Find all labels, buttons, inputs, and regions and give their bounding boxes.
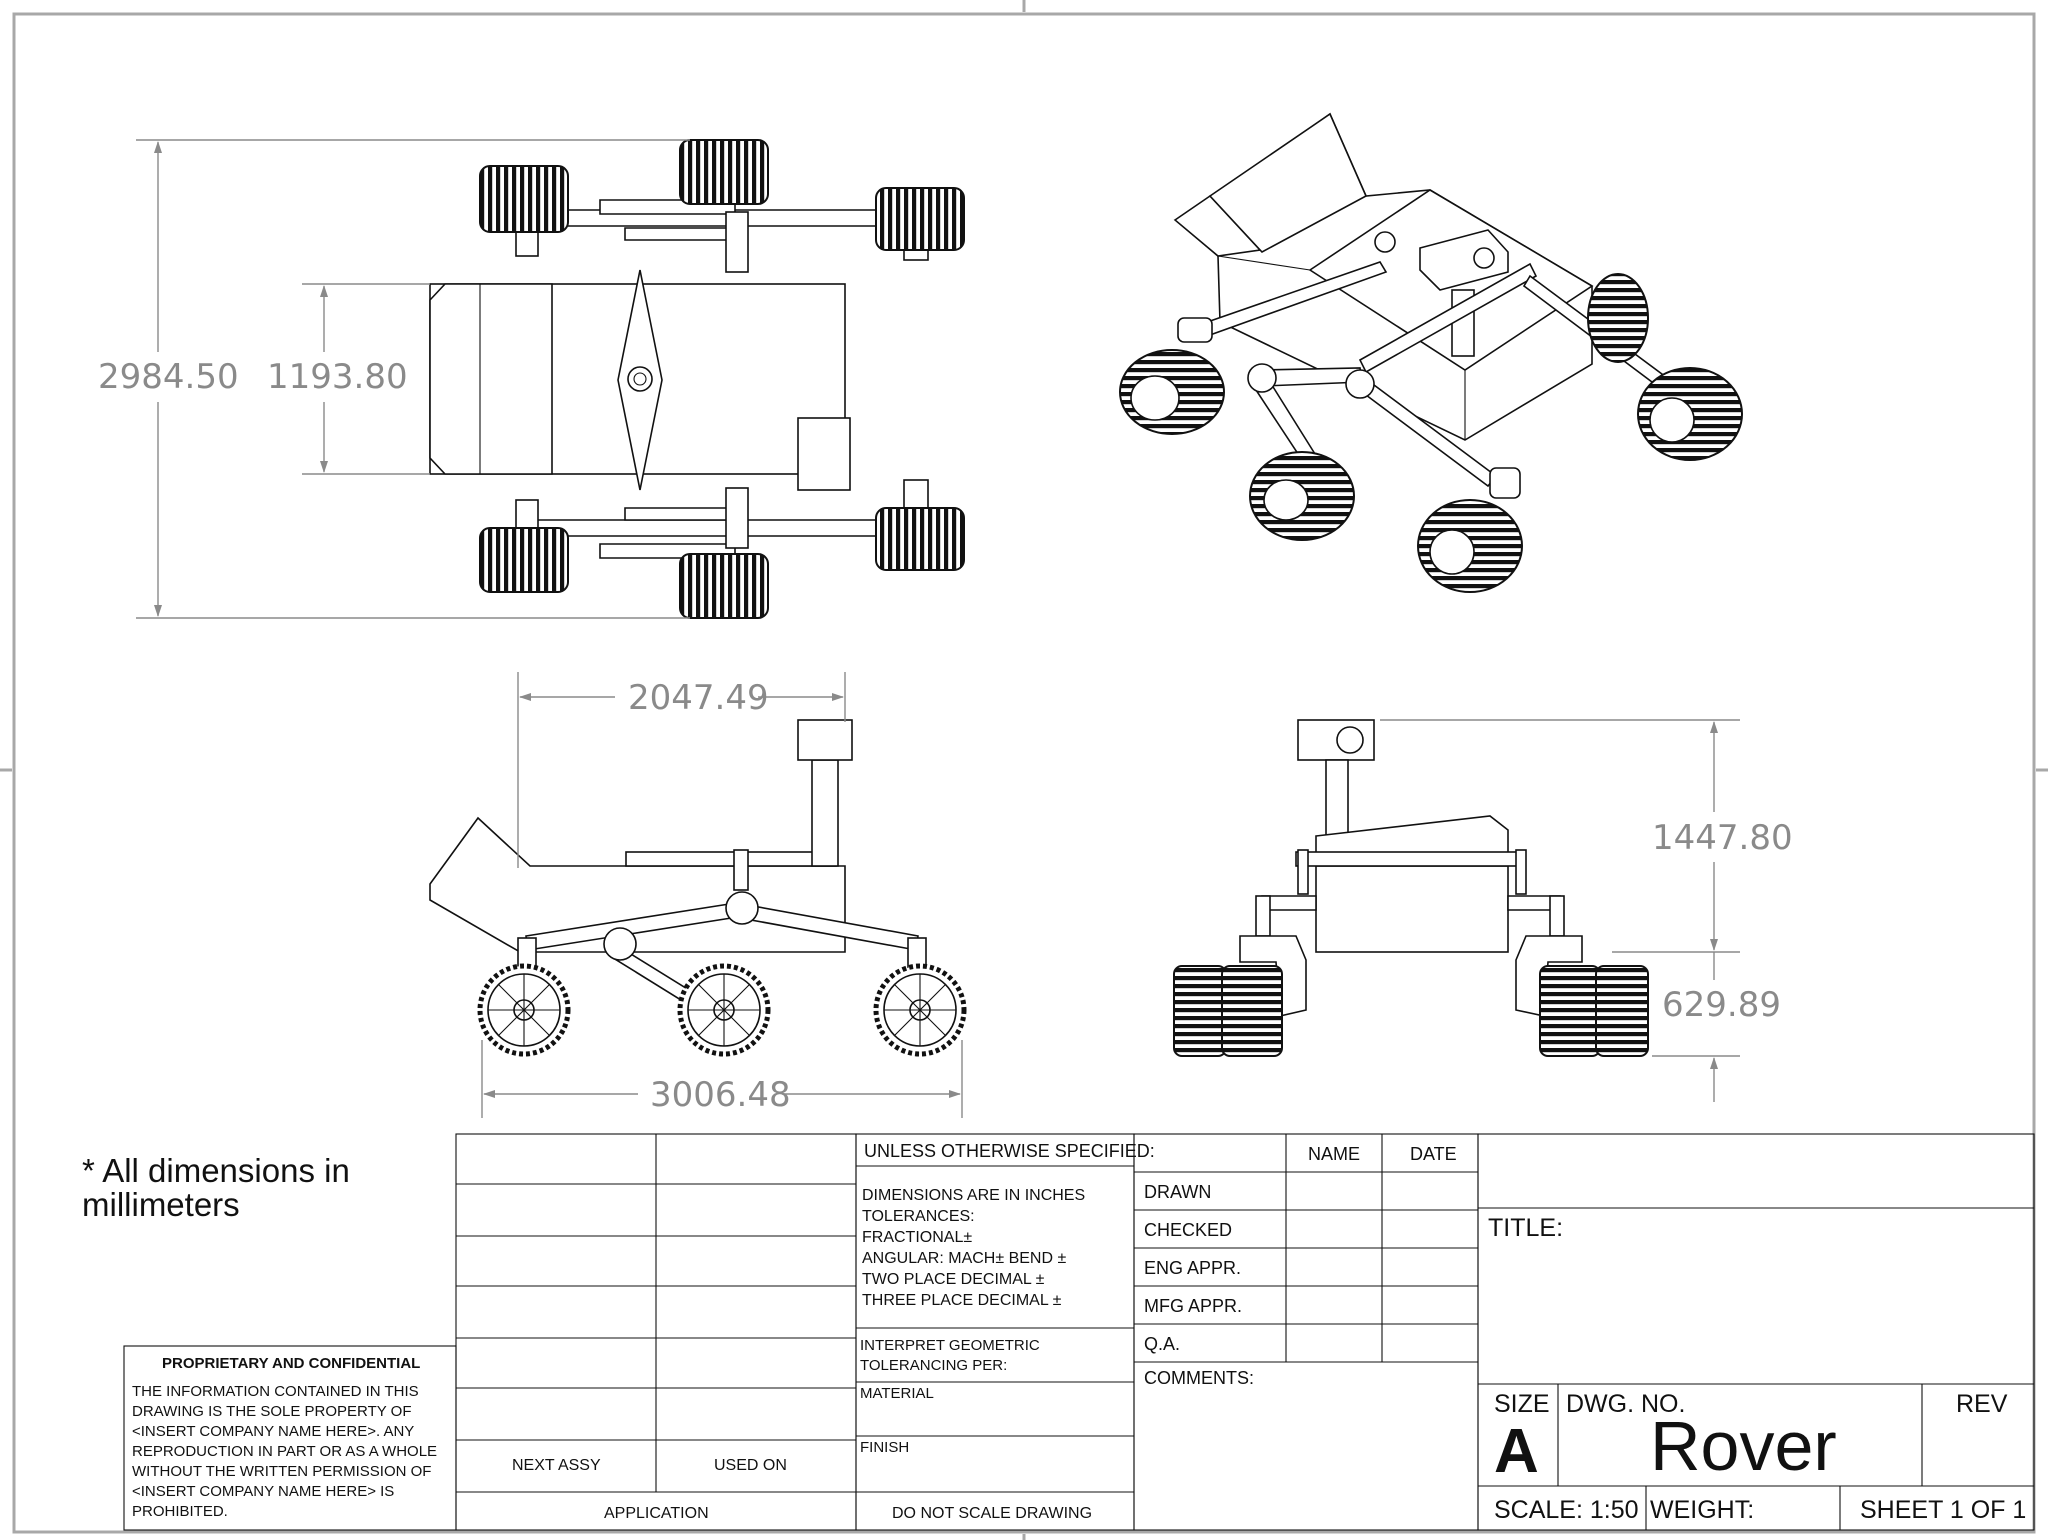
iso-wheel-5 <box>1587 273 1649 363</box>
side-wheel-middle <box>677 963 771 1057</box>
weight-label: WEIGHT: <box>1650 1496 1754 1524</box>
side-wheel-rear <box>873 963 967 1057</box>
top-wheel-fm <box>679 139 769 205</box>
front-wheel-right-a <box>1539 965 1601 1057</box>
spec-line-5: TWO PLACE DECIMAL ± <box>862 1271 1045 1288</box>
spec-line-2: TOLERANCES: <box>862 1208 975 1225</box>
spec-line-3: FRACTIONAL± <box>862 1229 972 1246</box>
sheet-label: SHEET 1 OF 1 <box>1860 1496 2026 1524</box>
proprietary-line-7: PROHIBITED. <box>132 1503 228 1520</box>
top-wheel-fl <box>479 165 569 233</box>
proprietary-line-4: REPRODUCTION IN PART OR AS A WHOLE <box>132 1443 437 1460</box>
title-label: TITLE: <box>1488 1214 1563 1242</box>
spec-line-6: THREE PLACE DECIMAL ± <box>862 1292 1062 1309</box>
proprietary-line-5: WITHOUT THE WRITTEN PERMISSION OF <box>132 1463 431 1480</box>
dim-top-overall: 2984.50 <box>98 357 239 397</box>
size-value: A <box>1494 1417 1539 1486</box>
proprietary-line-2: DRAWING IS THE SOLE PROPERTY OF <box>132 1403 412 1420</box>
dim-side-body: 2047.49 <box>628 678 769 718</box>
top-wheel-rl <box>479 527 569 593</box>
title-block-grid <box>123 1133 2035 1531</box>
proprietary-heading: PROPRIETARY AND CONFIDENTIAL <box>162 1355 420 1372</box>
approval-qa: Q.A. <box>1144 1334 1180 1354</box>
dim-front-clearance: 629.89 <box>1662 985 1781 1025</box>
interpret-line-2: TOLERANCING PER: <box>860 1357 1007 1374</box>
approval-eng: ENG APPR. <box>1144 1258 1241 1278</box>
approval-checked: CHECKED <box>1144 1220 1232 1240</box>
do-not-scale-label: DO NOT SCALE DRAWING <box>892 1505 1092 1522</box>
size-label: SIZE <box>1494 1390 1550 1418</box>
used-on-label: USED ON <box>714 1457 787 1474</box>
isometric-view <box>1119 112 1743 593</box>
dim-top-body: 1193.80 <box>267 357 408 397</box>
date-header: DATE <box>1410 1144 1457 1164</box>
scale-label: SCALE: 1:50 <box>1494 1496 1639 1524</box>
proprietary-line-1: THE INFORMATION CONTAINED IN THIS <box>132 1383 419 1400</box>
approval-drawn: DRAWN <box>1144 1182 1211 1202</box>
top-wheel-fr <box>875 187 965 251</box>
dim-side-wheelbase: 3006.48 <box>650 1075 791 1115</box>
note-line-1: * All dimensions in <box>82 1152 350 1189</box>
dwg-label: DWG. NO. <box>1566 1390 1685 1418</box>
dim-front-height: 1447.80 <box>1652 818 1793 858</box>
application-label: APPLICATION <box>604 1505 709 1522</box>
front-view <box>1173 719 1740 1102</box>
top-view <box>136 139 965 619</box>
front-wheel-left-b <box>1221 965 1283 1057</box>
spec-line-4: ANGULAR: MACH± BEND ± <box>862 1250 1066 1267</box>
proprietary-line-3: <INSERT COMPANY NAME HERE>. ANY <box>132 1423 414 1440</box>
side-view <box>429 672 967 1118</box>
spec-heading: UNLESS OTHERWISE SPECIFIED: <box>864 1141 1155 1161</box>
note-line-2: millimeters <box>82 1186 240 1223</box>
proprietary-line-6: <INSERT COMPANY NAME HERE> IS <box>132 1483 394 1500</box>
front-wheel-left-a <box>1173 965 1227 1057</box>
interpret-line-1: INTERPRET GEOMETRIC <box>860 1337 1040 1354</box>
next-assy-label: NEXT ASSY <box>512 1457 601 1474</box>
top-wheel-rr <box>875 507 965 571</box>
finish-label: FINISH <box>860 1439 909 1456</box>
spec-line-1: DIMENSIONS ARE IN INCHES <box>862 1187 1085 1204</box>
front-wheel-right-b <box>1595 965 1649 1057</box>
comments-label: COMMENTS: <box>1144 1368 1254 1388</box>
side-wheel-front <box>477 963 571 1057</box>
rev-label: REV <box>1956 1390 2008 1418</box>
top-wheel-rm <box>679 553 769 619</box>
material-label: MATERIAL <box>860 1385 934 1402</box>
approval-mfg: MFG APPR. <box>1144 1296 1242 1316</box>
name-header: NAME <box>1308 1144 1360 1164</box>
dwg-value: Rover <box>1650 1407 1837 1485</box>
